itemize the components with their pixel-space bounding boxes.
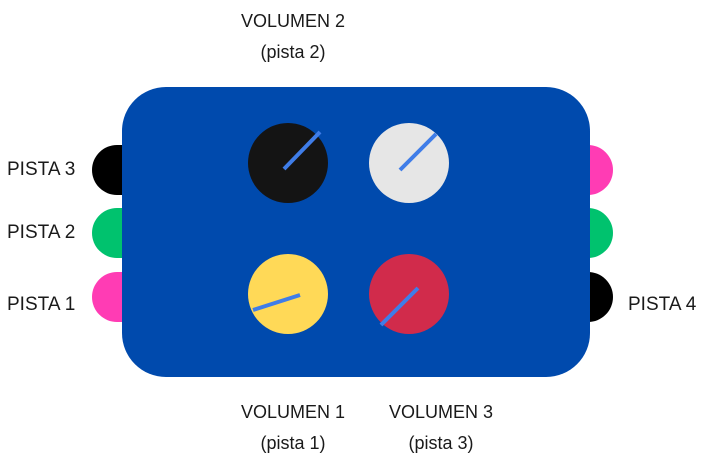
caption-volumen-1-title: VOLUMEN 1	[240, 402, 346, 422]
knob-volumen-1[interactable]	[248, 254, 328, 334]
pointer-volumen-3	[379, 286, 420, 327]
caption-volumen-2-sub: (pista 2)	[260, 42, 326, 62]
caption-volumen-3-sub: (pista 3)	[408, 433, 474, 453]
caption-volumen-2: VOLUMEN 2 (pista 2)	[208, 6, 378, 68]
device-body	[122, 87, 590, 377]
label-pista-3: PISTA 3	[7, 159, 76, 180]
caption-volumen-2-title: VOLUMEN 2	[240, 11, 346, 31]
pointer-volumen-2	[282, 130, 322, 171]
caption-volumen-3-title: VOLUMEN 3	[388, 402, 494, 422]
pointer-blank	[398, 132, 438, 172]
pointer-volumen-1	[252, 293, 301, 312]
caption-volumen-1-sub: (pista 1)	[260, 433, 326, 453]
caption-volumen-3: VOLUMEN 3 (pista 3)	[356, 397, 526, 459]
label-pista-4: PISTA 4	[628, 294, 697, 315]
label-pista-2: PISTA 2	[7, 222, 76, 243]
label-pista-1: PISTA 1	[7, 294, 76, 315]
knob-volumen-3[interactable]	[369, 254, 449, 334]
caption-volumen-1: VOLUMEN 1 (pista 1)	[208, 397, 378, 459]
